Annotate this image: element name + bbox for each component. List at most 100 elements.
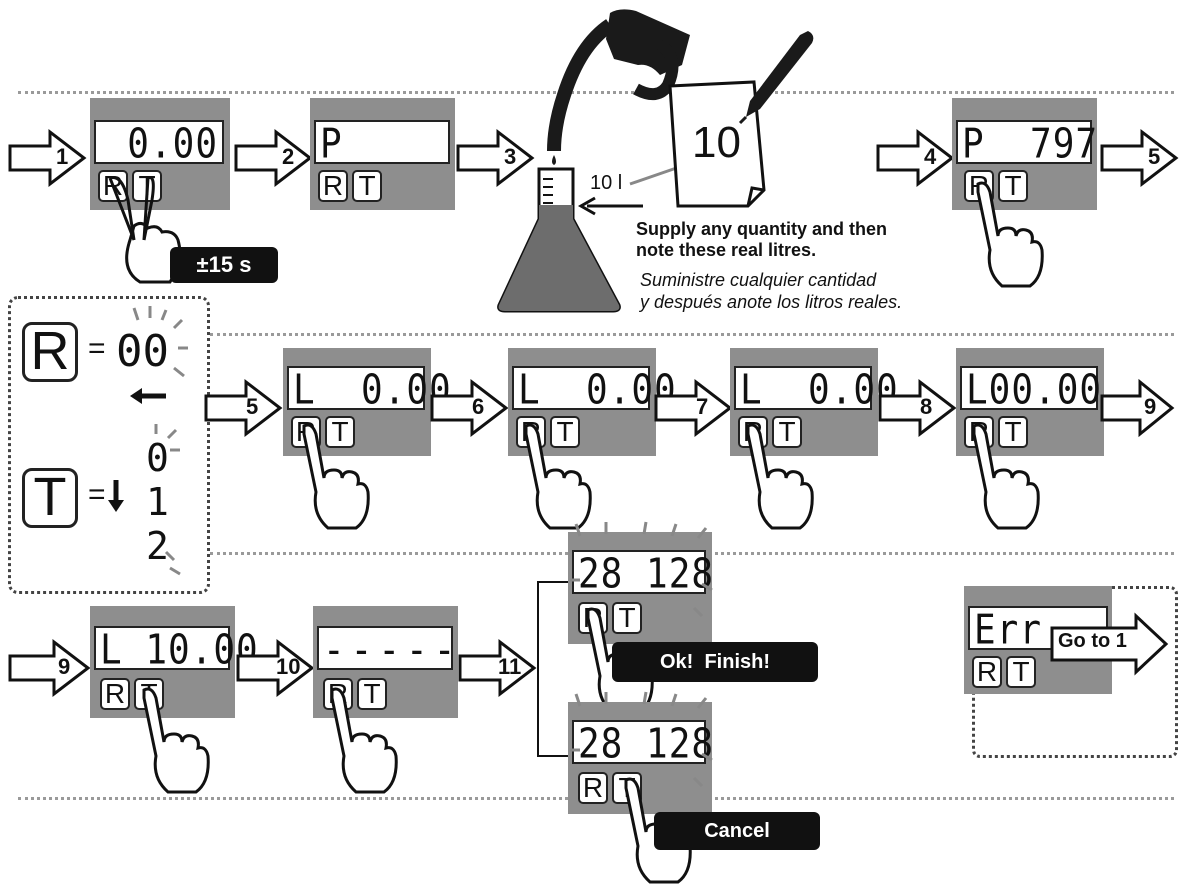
lcd-value: -----	[323, 626, 462, 674]
lcd-value: 28 128	[578, 720, 715, 768]
go-to-label: Go to 1	[1058, 630, 1127, 652]
step-arrow-2: 2	[234, 128, 314, 188]
step-arrow-5b: 5	[204, 378, 284, 438]
press-hand-icon	[524, 423, 592, 530]
legend-r-digits: 00	[116, 326, 169, 377]
lcd-display: P 797	[956, 120, 1097, 165]
t-button[interactable]: T	[772, 416, 802, 448]
paper-value: 10	[692, 118, 741, 167]
lcd-value: L00.00	[966, 366, 1103, 414]
t-button[interactable]: T	[998, 416, 1028, 448]
pen-icon	[738, 31, 814, 125]
step-number: 5	[1148, 144, 1161, 169]
beaker-icon	[497, 167, 621, 313]
lcd-display: 0.00	[94, 120, 224, 165]
blink-rays-icon	[132, 306, 188, 378]
go-to-arrow-icon	[1050, 612, 1169, 676]
r-button[interactable]: R	[578, 772, 608, 804]
lcd-display: L 0.00	[287, 366, 451, 411]
lcd-display: 28 128	[572, 550, 713, 595]
lcd-display: L00.00	[960, 366, 1101, 411]
t-button[interactable]: T	[998, 170, 1028, 202]
lcd-display: -----	[317, 626, 455, 671]
step-number: 4	[924, 144, 937, 169]
instruction-spanish-line2: y después anote los litros reales.	[640, 292, 903, 312]
legend-t-digit-2: 2	[146, 524, 169, 568]
press-hand-icon	[142, 687, 210, 794]
lcd-display: L 10.00	[94, 626, 258, 671]
lcd-value: 28 128	[578, 550, 715, 598]
instruction-spanish-line1: Suministre cualquier cantidad	[640, 270, 877, 290]
step-number: 8	[920, 394, 933, 419]
t-button[interactable]: T	[1006, 656, 1036, 688]
lcd-value: L 0.00	[518, 366, 677, 414]
instruction-english-line2: note these real litres.	[636, 240, 817, 260]
step-arrow-9: 9	[1100, 378, 1176, 438]
step-arrow-9b: 9	[8, 638, 92, 698]
step-arrow-6: 6	[430, 378, 510, 438]
press-hand-icon	[746, 423, 814, 530]
t-button[interactable]: T	[325, 416, 355, 448]
step-arrow-4: 4	[876, 128, 956, 188]
step-number: 2	[282, 144, 295, 169]
step-arrow-10: 10	[236, 638, 316, 698]
legend-r-button: R	[22, 322, 78, 382]
beaker-label: 10 l	[590, 172, 623, 194]
step-arrow-7: 7	[654, 378, 734, 438]
legend-t-equals: =	[88, 478, 106, 511]
t-button[interactable]: T	[550, 416, 580, 448]
lcd-value: P 797	[962, 120, 1099, 168]
lcd-display: 28 128	[572, 720, 713, 765]
r-button[interactable]: R	[972, 656, 1002, 688]
step-arrow-5: 5	[1100, 128, 1180, 188]
lcd-display: L 0.00	[512, 366, 676, 411]
level-arrow-icon	[577, 196, 643, 216]
step-number: 10	[276, 654, 301, 679]
step-number: 3	[504, 144, 517, 169]
branch-connector	[537, 581, 570, 757]
press-hand-icon	[972, 423, 1040, 530]
display-unit-2: P R T	[310, 98, 455, 210]
t-button[interactable]: T	[352, 170, 382, 202]
press-hand-icon	[302, 423, 370, 530]
button-legend	[8, 296, 210, 594]
cancel-badge: Cancel	[654, 812, 820, 850]
t-button[interactable]: T	[357, 678, 387, 710]
step-arrow-1: 1	[8, 128, 88, 188]
separator-top	[18, 91, 1174, 94]
r-button[interactable]: R	[100, 678, 130, 710]
lcd-display: L 0.00	[734, 366, 898, 411]
lcd-value: L 0.00	[740, 366, 899, 414]
lcd-value: P	[320, 120, 343, 168]
fuel-nozzle-icon	[547, 9, 690, 165]
paper-note-icon	[668, 80, 766, 208]
instruction-english-line1: Supply any quantity and then	[636, 219, 888, 239]
separator-row1	[210, 333, 1174, 336]
display-unit-9: L 10.00 R T	[90, 606, 258, 718]
step-number: 6	[472, 394, 485, 419]
timer-badge: ±15 s	[170, 247, 278, 283]
double-press-hand-icon	[108, 175, 182, 284]
legend-t-digit-0: 0	[146, 436, 169, 480]
step-number: 5	[246, 394, 259, 419]
lcd-value: Err	[974, 606, 1043, 654]
blink-rays-icon	[570, 691, 713, 788]
legend-r-equals: =	[88, 332, 106, 365]
step-arrow-11: 11	[458, 638, 538, 698]
lcd-value: L 10.00	[100, 626, 259, 674]
down-arrow-icon	[108, 480, 124, 512]
step-number: 9	[58, 654, 71, 679]
blink-rays-icon	[154, 424, 181, 576]
step-number: 1	[56, 144, 69, 169]
press-hand-icon	[976, 181, 1044, 288]
t-button[interactable]: T	[612, 602, 642, 634]
step-number: 11	[498, 654, 522, 679]
display-unit-4: P 797 R T	[952, 98, 1097, 210]
r-button[interactable]: R	[318, 170, 348, 202]
blink-rays-icon	[570, 521, 713, 618]
legend-t-button: T	[22, 468, 78, 528]
legend-t-digit-1: 1	[146, 480, 169, 524]
step-arrow-3: 3	[456, 128, 536, 188]
step-number: 7	[696, 394, 709, 419]
step-number: 9	[1144, 394, 1157, 419]
